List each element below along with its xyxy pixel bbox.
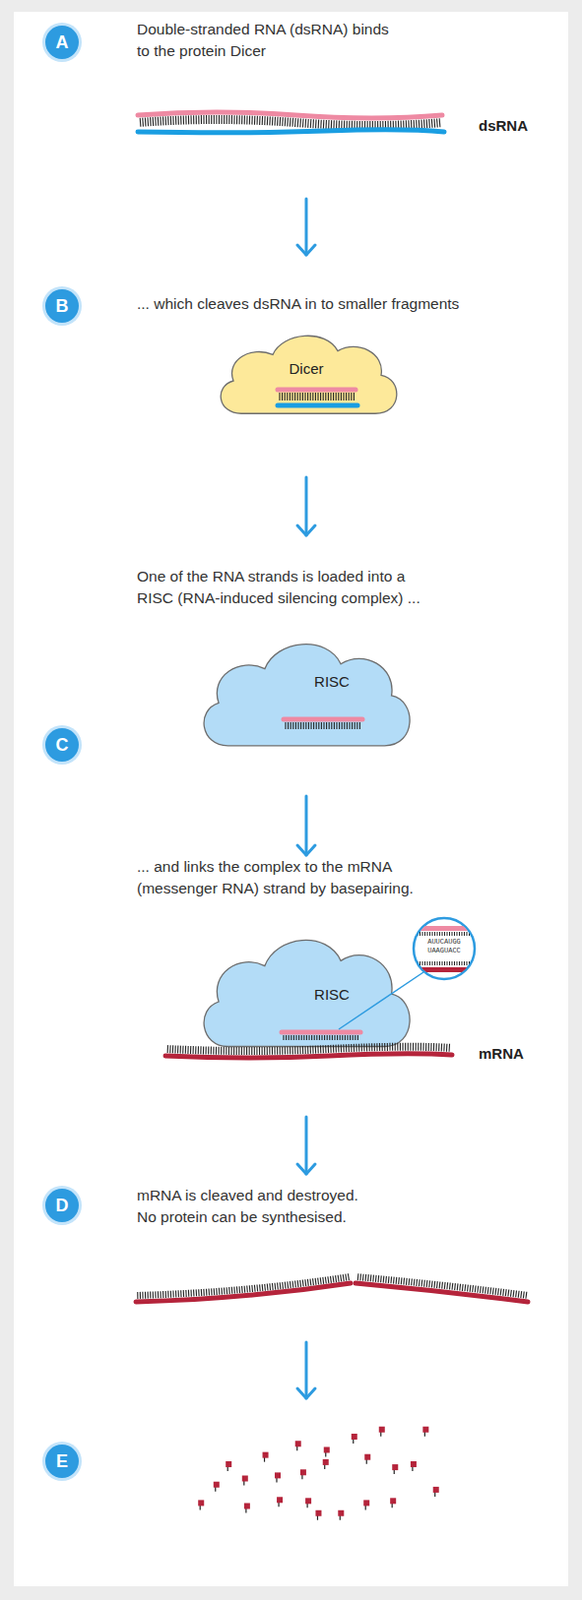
base-ticks [357,1274,527,1299]
flow-arrow [305,1343,309,1400]
rna-fragment [277,388,356,393]
dsrna-illustration [137,112,445,133]
step-letter: A [56,33,69,52]
base-ticks [283,1035,358,1041]
step-text: mRNA is cleaved and destroyed. No protei… [136,1185,372,1229]
rna-fragments [197,1427,440,1522]
step-badge: A [45,25,79,60]
flow-arrow [305,796,309,856]
antisense-strand [137,129,445,133]
step-badge: C [45,728,79,763]
cloud-outline [191,630,422,753]
arrow-head [297,845,316,856]
strand-name: mRNA [478,1043,524,1066]
arrow-head [297,1389,316,1400]
base-sequence: AUUCAUGG [425,938,463,947]
step-letter: E [56,1453,68,1472]
arrow-head [297,1164,316,1175]
arrow-head [297,245,316,256]
cleaved-mrna [135,1274,528,1303]
step-text: Double-stranded RNA (dsRNA) binds to the… [136,18,398,63]
base-ticks [285,722,360,730]
base-ticks [137,1274,350,1300]
step-letter: C [56,736,69,755]
step-letter: D [56,1197,69,1216]
step-badge: D [45,1189,79,1224]
step-text: ... which cleaves dsRNA in to smaller fr… [136,293,561,316]
step-text: ... and links the complex to the mRNA (m… [136,856,428,901]
base-ticks [279,392,354,401]
flow-arrow [305,477,309,536]
arrow-head [297,525,316,536]
complex-name: RISC [272,673,391,692]
guide-strand [281,1031,361,1036]
zoom-leader [338,972,424,1031]
step-text: One of the RNA strands is loaded into a … [136,566,433,610]
rna-fragment [277,403,358,409]
risc-cloud: RISC [191,925,422,1054]
flow-arrow [305,198,309,256]
zoom-detail [409,926,479,973]
complex-name: RISC [272,986,391,1005]
strand-name: dsRNA [478,115,528,137]
white-panel [13,11,569,1588]
base-sequence: UAAGUACC [425,947,463,956]
guide-strand [283,717,363,723]
risc-cloud: RISC [191,630,422,753]
step-letter: B [56,297,69,316]
step-badge: E [45,1445,79,1480]
complex-contents [191,630,422,753]
base-ticks [167,1043,450,1056]
dicer-cloud: Dicer [209,324,407,419]
step-badge: B [45,289,79,324]
mrna-piece [135,1284,351,1303]
complex-contents [191,925,422,1054]
complex-name: Dicer [247,360,366,379]
flow-arrow [305,1117,309,1175]
